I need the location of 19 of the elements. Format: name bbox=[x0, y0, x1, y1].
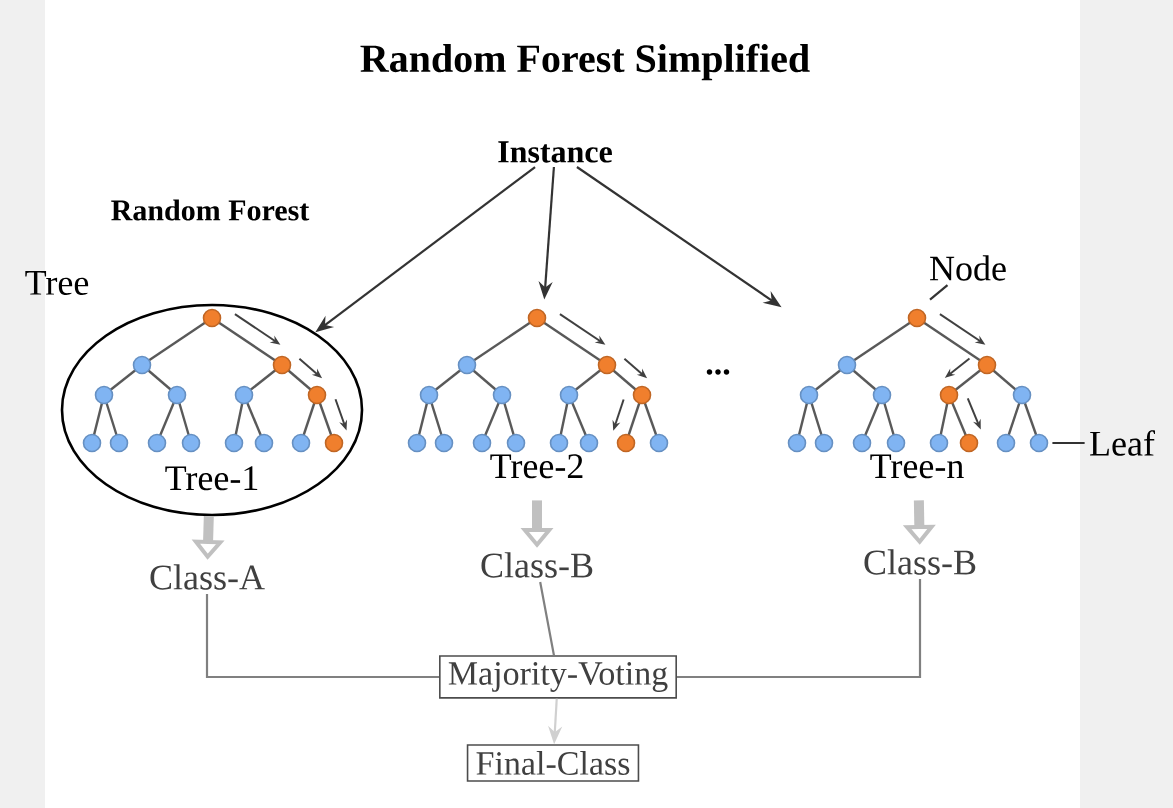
class-label: Class-A bbox=[150, 564, 265, 590]
callout-label: Leaf bbox=[1090, 430, 1155, 456]
tree-group: Tree-n bbox=[870, 454, 964, 479]
leader-line bbox=[1052, 441, 1085, 445]
leader-line bbox=[929, 284, 949, 301]
tree-caption: Tree bbox=[25, 271, 89, 295]
connector-line bbox=[677, 579, 922, 679]
process-box: Final-Class bbox=[466, 744, 640, 782]
connector-line bbox=[205, 594, 439, 679]
ellipsis: ... bbox=[706, 369, 730, 375]
input-label: Instance bbox=[498, 141, 612, 163]
section-label: Random Forest bbox=[111, 199, 310, 221]
connector-line bbox=[539, 581, 556, 656]
callout-label: Node bbox=[930, 255, 1006, 281]
process-box: Majority-Voting bbox=[439, 655, 677, 699]
title: Random Forest Simplified bbox=[360, 43, 810, 81]
class-label: Class-B bbox=[481, 552, 593, 578]
tree-group: Tree-2 bbox=[490, 454, 583, 479]
class-label: Class-B bbox=[864, 549, 976, 575]
